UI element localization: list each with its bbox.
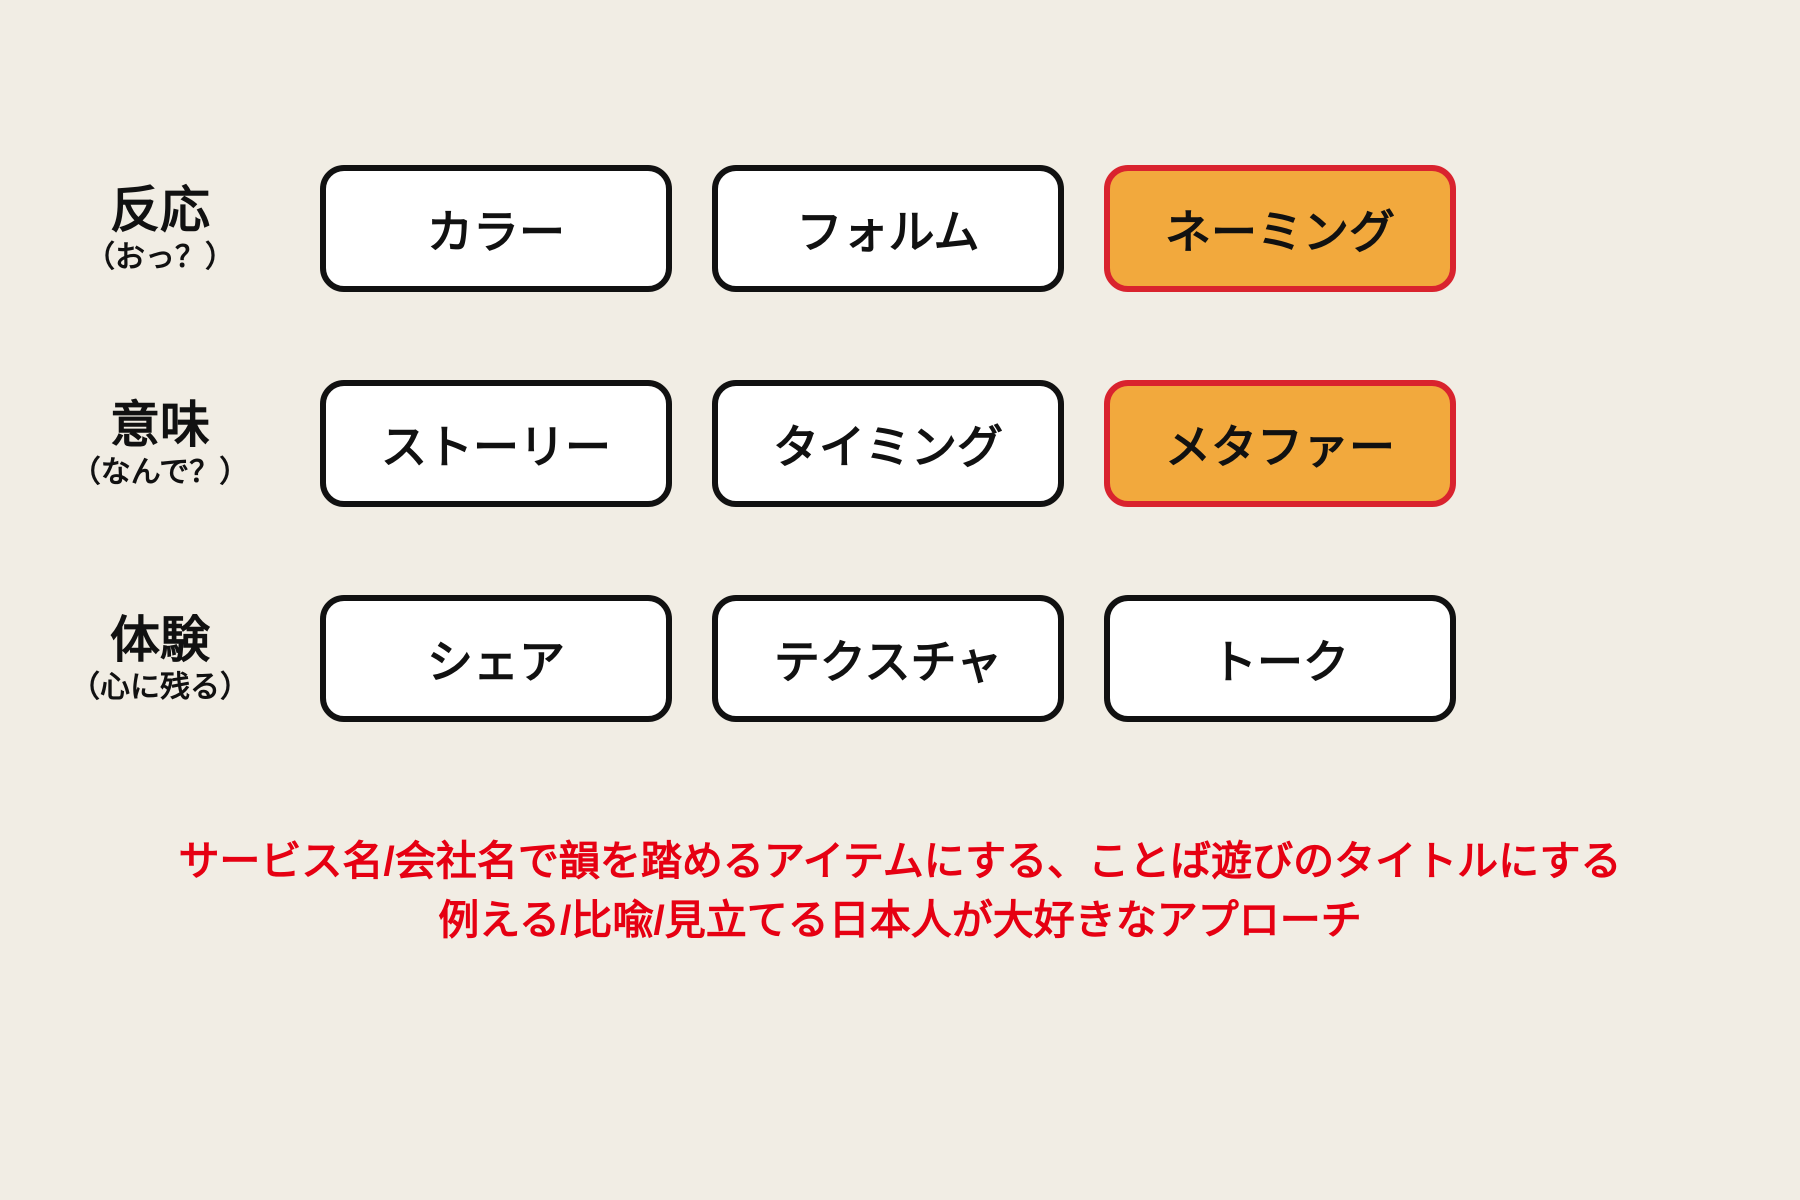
row-label-main: 意味 (110, 396, 210, 453)
grid-box: テクスチャ (712, 595, 1064, 722)
grid-box: フォルム (712, 165, 1064, 292)
grid-row-meaning: 意味 （なんで？） ストーリー タイミング メタファー (0, 380, 1800, 507)
grid-box: カラー (320, 165, 672, 292)
row-boxes: シェア テクスチャ トーク (320, 595, 1456, 722)
row-label-sub: （心に残る） (70, 671, 250, 704)
row-label-main: 反応 (110, 181, 210, 238)
row-boxes: カラー フォルム ネーミング (320, 165, 1456, 292)
row-boxes: ストーリー タイミング メタファー (320, 380, 1456, 507)
grid-box: トーク (1104, 595, 1456, 722)
footer-note: サービス名/会社名で韻を踏めるアイテムにする、ことば遊びのタイトルにする 例える… (0, 832, 1800, 951)
row-label-sub: （おっ？） (85, 241, 235, 274)
footer-line-1: サービス名/会社名で韻を踏めるアイテムにする、ことば遊びのタイトルにする (178, 838, 1622, 884)
grid-box: タイミング (712, 380, 1064, 507)
row-label: 意味 （なんで？） (0, 397, 320, 491)
row-label: 反応 （おっ？） (0, 182, 320, 276)
footer-line-2: 例える/比喩/見立てる日本人が大好きなアプローチ (438, 897, 1362, 944)
row-label-sub: （なんで？） (70, 456, 250, 489)
grid-box-highlighted: メタファー (1104, 380, 1456, 507)
grid-box-highlighted: ネーミング (1104, 165, 1456, 292)
grid-row-reaction: 反応 （おっ？） カラー フォルム ネーミング (0, 165, 1800, 292)
grid-row-experience: 体験 （心に残る） シェア テクスチャ トーク (0, 595, 1800, 722)
row-label-main: 体験 (110, 611, 210, 668)
grid-box: ストーリー (320, 380, 672, 507)
grid-box: シェア (320, 595, 672, 722)
row-label: 体験 （心に残る） (0, 612, 320, 706)
matrix-grid: 反応 （おっ？） カラー フォルム ネーミング 意味 （なんで？） ストーリー … (0, 165, 1800, 722)
